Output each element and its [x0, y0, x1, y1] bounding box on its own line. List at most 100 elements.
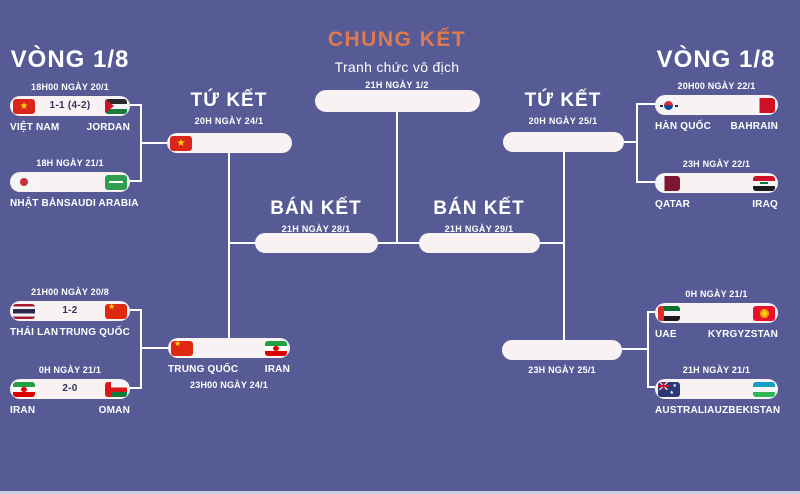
match-date: 23H00 NGÀY 24/1 [190, 380, 268, 390]
match-date: 0H NGÀY 21/1 [685, 289, 748, 299]
iran-flag-icon [265, 340, 287, 356]
south-korea-flag-icon [658, 97, 680, 113]
match-pill: 1-2 [10, 301, 130, 321]
bracket-line [228, 242, 255, 244]
match-date: 23H NGÀY 25/1 [528, 365, 596, 375]
match-date: 18H00 NGÀY 20/1 [31, 82, 109, 92]
match-pill [655, 173, 778, 193]
match-pill [10, 172, 130, 192]
final-subtitle: Tranh chức vô địch [334, 59, 460, 75]
match-date: 23H NGÀY 22/1 [682, 159, 751, 169]
match-pill [655, 303, 778, 323]
quarterfinal-left-top-pill [167, 133, 292, 153]
away-team-name: SAUDI ARABIA [63, 198, 139, 209]
qatar-flag-icon [658, 175, 680, 191]
iraq-flag-icon [753, 175, 775, 191]
kyrgyzstan-flag-icon [753, 305, 775, 321]
bracket-line [647, 311, 655, 313]
match-score: 1-1 (4-2) [49, 100, 91, 111]
semifinal-left-header: BÁN KẾT 21H NGÀY 28/1 [256, 198, 376, 234]
bracket-line [130, 180, 142, 182]
uae-flag-icon [658, 305, 680, 321]
quarterfinal-left-bottom-pill [168, 338, 290, 358]
final-date: 21H NGÀY 1/2 [365, 80, 429, 90]
bracket-line [636, 103, 638, 183]
quarterfinal-right-bottom: 23H NGÀY 25/1 [502, 340, 622, 375]
away-team-name: UZBEKISTAN [714, 405, 781, 416]
semifinal-right-pill [419, 233, 540, 253]
quarterfinal-left-date: 20H NGÀY 24/1 [194, 116, 264, 126]
match-pill: 1-1 (4-2) [10, 96, 130, 116]
vietnam-flag-icon [13, 98, 35, 114]
away-team-name: JORDAN [86, 122, 130, 133]
thailand-flag-icon [13, 303, 35, 319]
match-iran-oman: 0H NGÀY 21/1 2-0 IRAN OMAN [10, 365, 130, 416]
match-date: 0H NGÀY 21/1 [38, 365, 102, 375]
bracket-line [622, 348, 649, 350]
bracket-line [647, 386, 655, 388]
semifinal-left-label: BÁN KẾT [270, 198, 362, 219]
away-team-name: IRAQ [752, 199, 778, 210]
bracket-line [140, 309, 142, 389]
bracket-line [540, 242, 565, 244]
australia-flag-icon [658, 381, 680, 397]
semifinal-right-header: BÁN KẾT 21H NGÀY 29/1 [419, 198, 539, 234]
bracket-line [130, 104, 142, 106]
semifinal-left-date: 21H NGÀY 28/1 [281, 224, 351, 234]
bracket-line [377, 242, 420, 244]
home-team-name: VIỆT NAM [10, 122, 60, 133]
quarterfinal-left-label: TỨ KẾT [190, 90, 268, 111]
match-pill [655, 379, 778, 399]
final-header: CHUNG KẾT Tranh chức vô địch 21H NGÀY 1/… [317, 28, 477, 90]
quarterfinal-right-top-pill [503, 132, 624, 152]
bracket-line [130, 309, 142, 311]
round16-left-title: VÒNG 1/8 [10, 46, 130, 73]
match-date: 18H NGÀY 21/1 [36, 158, 104, 168]
away-team-name: IRAN [264, 364, 290, 375]
match-score: 2-0 [62, 383, 78, 394]
jordan-flag-icon [105, 98, 127, 114]
away-team-name: BAHRAIN [730, 121, 778, 132]
away-team-name: OMAN [98, 405, 130, 416]
match-uae-kyrgyzstan: 0H NGÀY 21/1 UAE KYRGYZSTAN [655, 289, 778, 340]
semifinal-right-date: 21H NGÀY 29/1 [444, 224, 514, 234]
vietnam-flag-icon [170, 135, 192, 151]
bracket-line [636, 181, 655, 183]
home-team-name: QATAR [655, 199, 691, 210]
away-team-name: KYRGYZSTAN [707, 329, 778, 340]
bracket-line [396, 112, 398, 244]
bottom-edge-strip [0, 491, 800, 494]
quarterfinal-left-header: TỨ KẾT 20H NGÀY 24/1 [169, 90, 289, 126]
home-team-name: HÀN QUỐC [655, 121, 712, 132]
match-date: 20H00 NGÀY 22/1 [677, 81, 756, 91]
round16-right-title: VÒNG 1/8 [656, 46, 776, 73]
match-thailand-china: 21H00 NGÀY 20/8 1-2 THÁI LAN TRUNG QUỐC [10, 287, 130, 338]
away-team-name: TRUNG QUỐC [59, 327, 130, 338]
bracket-line [624, 141, 637, 143]
bracket-line [228, 153, 230, 338]
bahrain-flag-icon [753, 97, 775, 113]
match-vietnam-jordan: 18H00 NGÀY 20/1 1-1 (4-2) VIỆT NAM JORDA… [10, 82, 130, 133]
semifinal-right-label: BÁN KẾT [433, 198, 525, 219]
bracket-line [647, 311, 649, 388]
home-team-name: IRAN [10, 405, 36, 416]
uzbekistan-flag-icon [753, 381, 775, 397]
final-label: CHUNG KẾT [327, 28, 467, 51]
quarterfinal-right-label: TỨ KẾT [524, 90, 602, 111]
bracket-line [130, 387, 142, 389]
bracket-line [563, 152, 565, 340]
home-team-name: UAE [655, 329, 677, 340]
match-date: 21H00 NGÀY 20/8 [31, 287, 109, 297]
match-southkorea-bahrain: 20H00 NGÀY 22/1 HÀN QUỐC BAHRAIN [655, 81, 778, 132]
home-team-name: NHẬT BẢN [10, 198, 64, 209]
match-qatar-iraq: 23H NGÀY 22/1 QATAR IRAQ [655, 159, 778, 210]
quarterfinal-right-header: TỨ KẾT 20H NGÀY 25/1 [503, 90, 623, 126]
match-pill: 2-0 [10, 379, 130, 399]
quarterfinal-right-bottom-pill [502, 340, 622, 360]
bracket-line [140, 142, 167, 144]
final-pill [315, 90, 480, 112]
semifinal-left-pill [255, 233, 378, 253]
iran-flag-icon [13, 381, 35, 397]
japan-flag-icon [13, 174, 35, 190]
